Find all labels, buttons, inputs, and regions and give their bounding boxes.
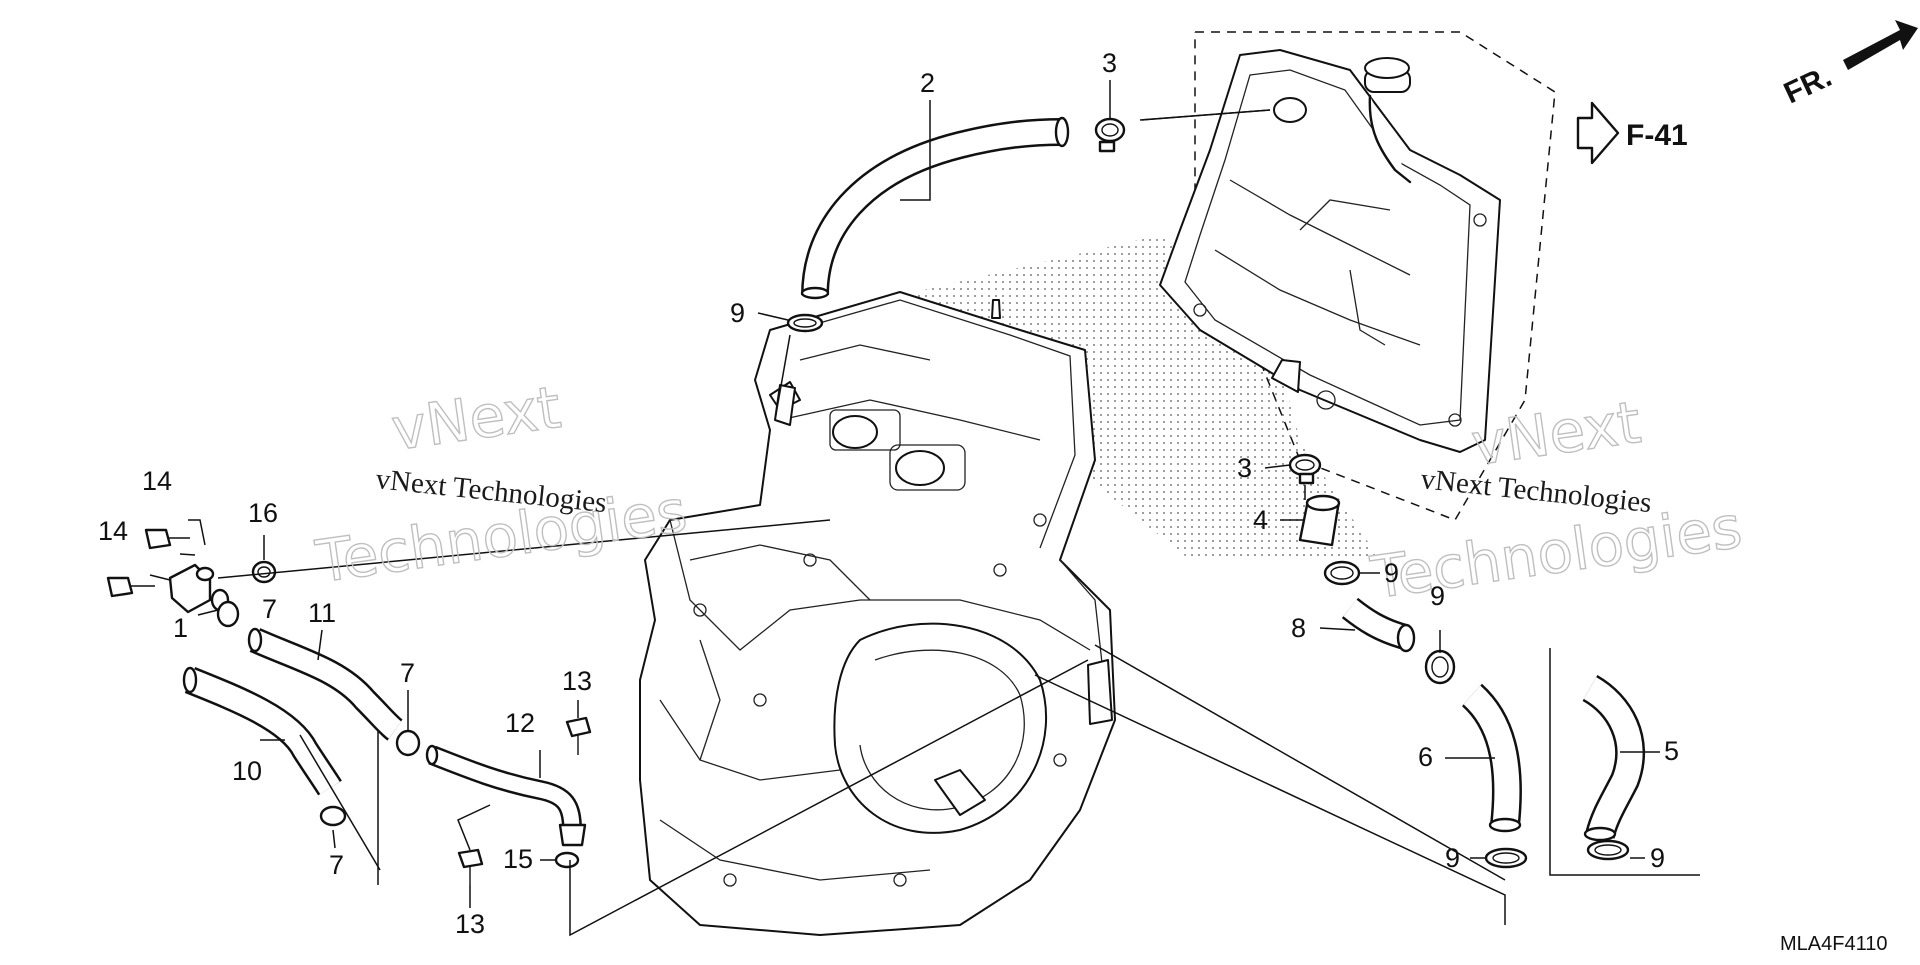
callout-7-b: 7 — [400, 658, 415, 688]
callout-12: 12 — [505, 708, 535, 738]
part-9-clamp-e — [1586, 839, 1630, 861]
reference-f41: F-41 — [1576, 101, 1688, 165]
front-indicator: FR. — [1779, 20, 1918, 110]
callout-2: 2 — [920, 68, 935, 98]
callout-13-a: 13 — [562, 666, 592, 696]
callout-13-b: 13 — [455, 909, 485, 939]
callout-9-upper: 9 — [730, 298, 745, 328]
callout-3-upper: 3 — [1102, 48, 1117, 78]
callout-9-b: 9 — [1384, 558, 1399, 588]
diagram-code: MLA4F4110 — [1780, 933, 1887, 955]
callout-14-a: 14 — [142, 466, 172, 496]
callouts: 2 3 9 3 4 9 8 9 6 5 9 9 14 14 16 1 7 11 … — [98, 48, 1679, 939]
part-9-clamp-b — [1323, 560, 1361, 586]
leader-lines — [149, 80, 1700, 937]
part-2-upper-hose — [800, 116, 1070, 300]
part-9-clamp-c — [1424, 649, 1456, 685]
stipple-region — [880, 235, 1380, 560]
callout-9-c: 9 — [1430, 581, 1445, 611]
part-16-o-ring — [251, 560, 277, 584]
callout-9-e: 9 — [1650, 843, 1665, 873]
callout-1: 1 — [173, 613, 188, 643]
callout-7-c: 7 — [329, 850, 344, 880]
part-12-pipe — [425, 744, 587, 847]
part-5-hose — [1581, 674, 1645, 842]
part-9-clamp-d — [1484, 847, 1528, 869]
part-11-hose — [247, 627, 404, 741]
watermark-text-right: vNext Technologies — [1419, 463, 1653, 519]
callout-4: 4 — [1253, 505, 1268, 535]
watermark-ghost-top-left: vNext — [387, 373, 564, 464]
part-4-short-hose — [1298, 494, 1341, 547]
part-13-bolt-b — [457, 848, 484, 885]
reference-arrow-icon — [1576, 101, 1620, 165]
part-7-clamp-b — [395, 729, 421, 757]
callout-14-b: 14 — [98, 516, 128, 546]
part-9-clamp-a — [786, 313, 824, 333]
engine-assembly — [639, 291, 1116, 936]
part-7-clamp-a — [216, 600, 240, 628]
callout-6: 6 — [1418, 742, 1433, 772]
callout-11: 11 — [308, 598, 336, 628]
callout-3-lower: 3 — [1237, 453, 1252, 483]
callout-15: 15 — [503, 844, 533, 874]
part-6-hose — [1461, 683, 1522, 833]
part-14-bolt-a — [144, 528, 190, 550]
part-1-fitting — [168, 563, 230, 614]
callout-9-d: 9 — [1445, 843, 1460, 873]
reference-label: F-41 — [1626, 119, 1688, 152]
reservoir-reference-outline — [1194, 31, 1556, 521]
front-label: FR. — [1779, 60, 1837, 110]
callout-16: 16 — [248, 498, 278, 528]
callout-7-a: 7 — [262, 594, 277, 624]
watermark-ghost-top-right: vNext — [1467, 388, 1644, 479]
watermark-left: vNext Technologies vNext Technologies — [311, 372, 692, 596]
callout-5: 5 — [1664, 736, 1679, 766]
part-10-hose — [182, 666, 342, 796]
part-15-washer — [554, 851, 580, 869]
part-13-bolt-a — [565, 716, 592, 755]
part-8-hose — [1341, 597, 1416, 653]
part-14-bolt-b — [106, 576, 155, 598]
part-3-clamp-upper — [1094, 117, 1126, 153]
watermark-ghost-bottom-right: Technologies — [1366, 493, 1745, 612]
part-7-clamp-c — [319, 805, 347, 827]
front-arrow-icon — [1843, 20, 1918, 70]
callout-10: 10 — [232, 756, 262, 786]
callout-8: 8 — [1291, 613, 1306, 643]
coolant-reservoir — [1159, 49, 1501, 453]
